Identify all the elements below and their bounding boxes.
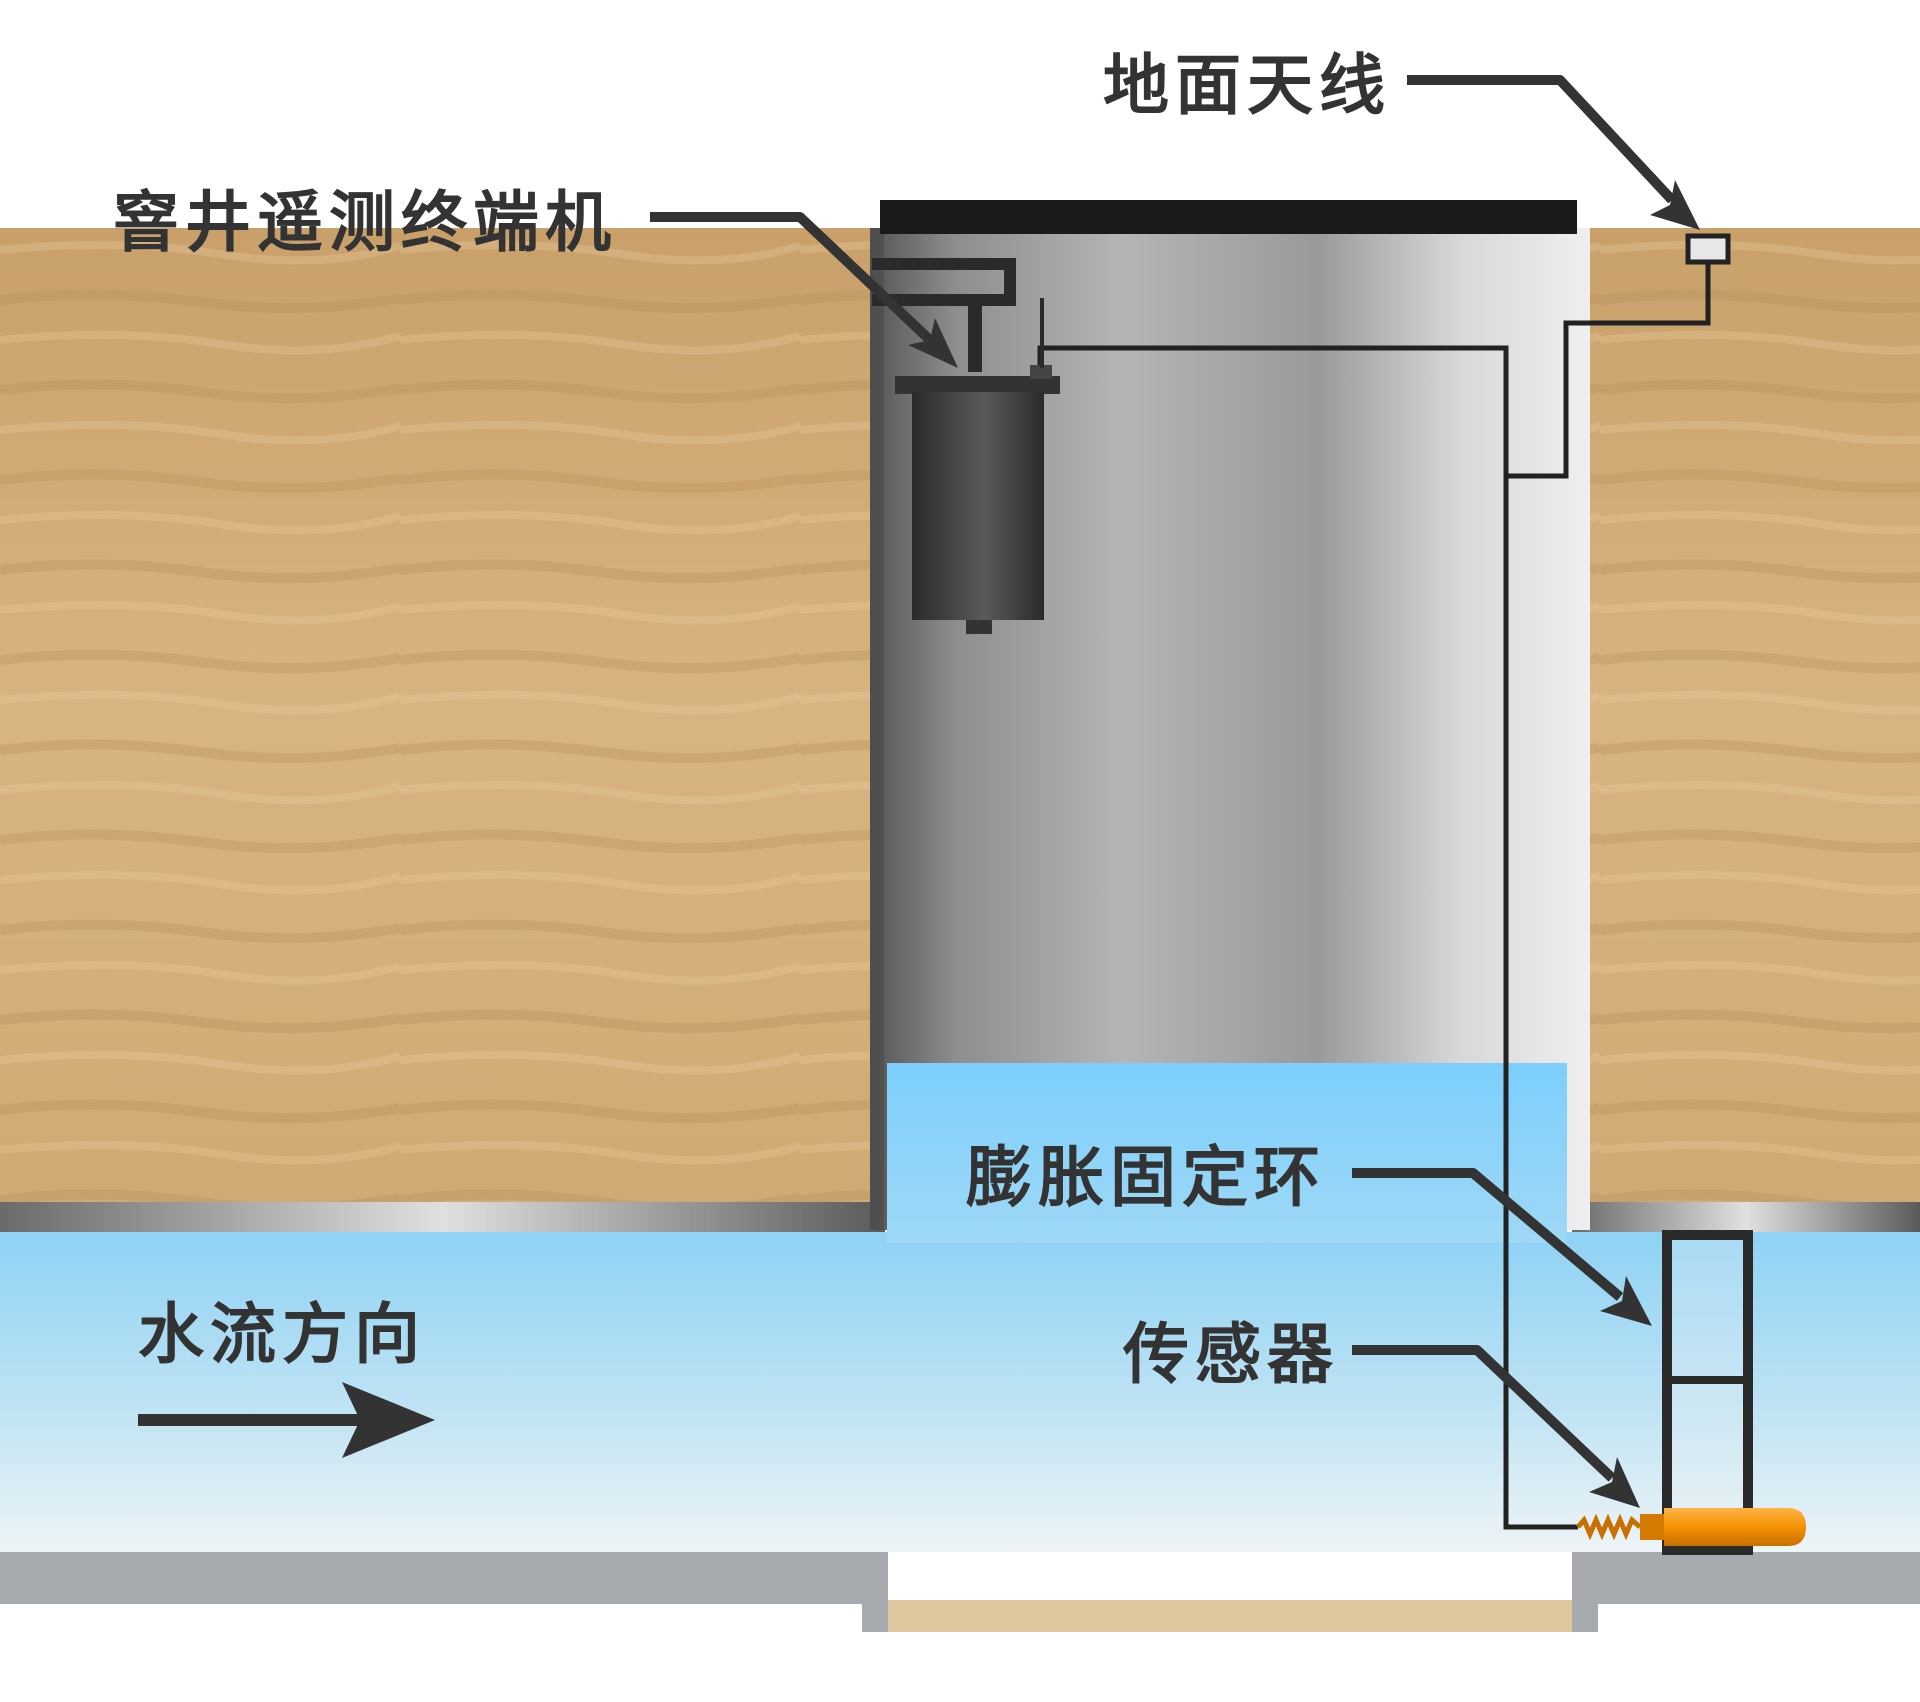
sensor	[1576, 1508, 1806, 1546]
terminal-bracket	[872, 258, 1016, 372]
soil-left	[0, 228, 870, 1202]
expansion-ring	[1662, 1230, 1753, 1555]
ground-antenna	[1507, 233, 1731, 479]
label-terminal: 窨井遥测终端机	[113, 184, 617, 261]
manhole-cover	[880, 200, 1577, 234]
leader-sensor	[1352, 1345, 1640, 1508]
label-antenna: 地面天线	[1103, 47, 1391, 124]
leader-terminal	[650, 212, 958, 368]
pipe-top-wall-right	[1572, 1202, 1920, 1232]
label-sensor: 传感器	[1122, 1316, 1339, 1393]
label-ring: 膨胀固定环	[966, 1139, 1326, 1216]
well-water	[887, 1063, 1567, 1243]
soil-right	[1590, 228, 1920, 1202]
shaft-inner-left-wall	[870, 228, 884, 1230]
label-flow: 水流方向	[138, 1296, 426, 1373]
flow-arrow	[138, 1382, 435, 1458]
leader-antenna	[1407, 75, 1700, 230]
telemetry-terminal	[895, 298, 1060, 634]
pipe-floor	[0, 1552, 1920, 1632]
pipe-top-wall-left	[0, 1202, 885, 1232]
leader-ring	[1352, 1168, 1652, 1326]
